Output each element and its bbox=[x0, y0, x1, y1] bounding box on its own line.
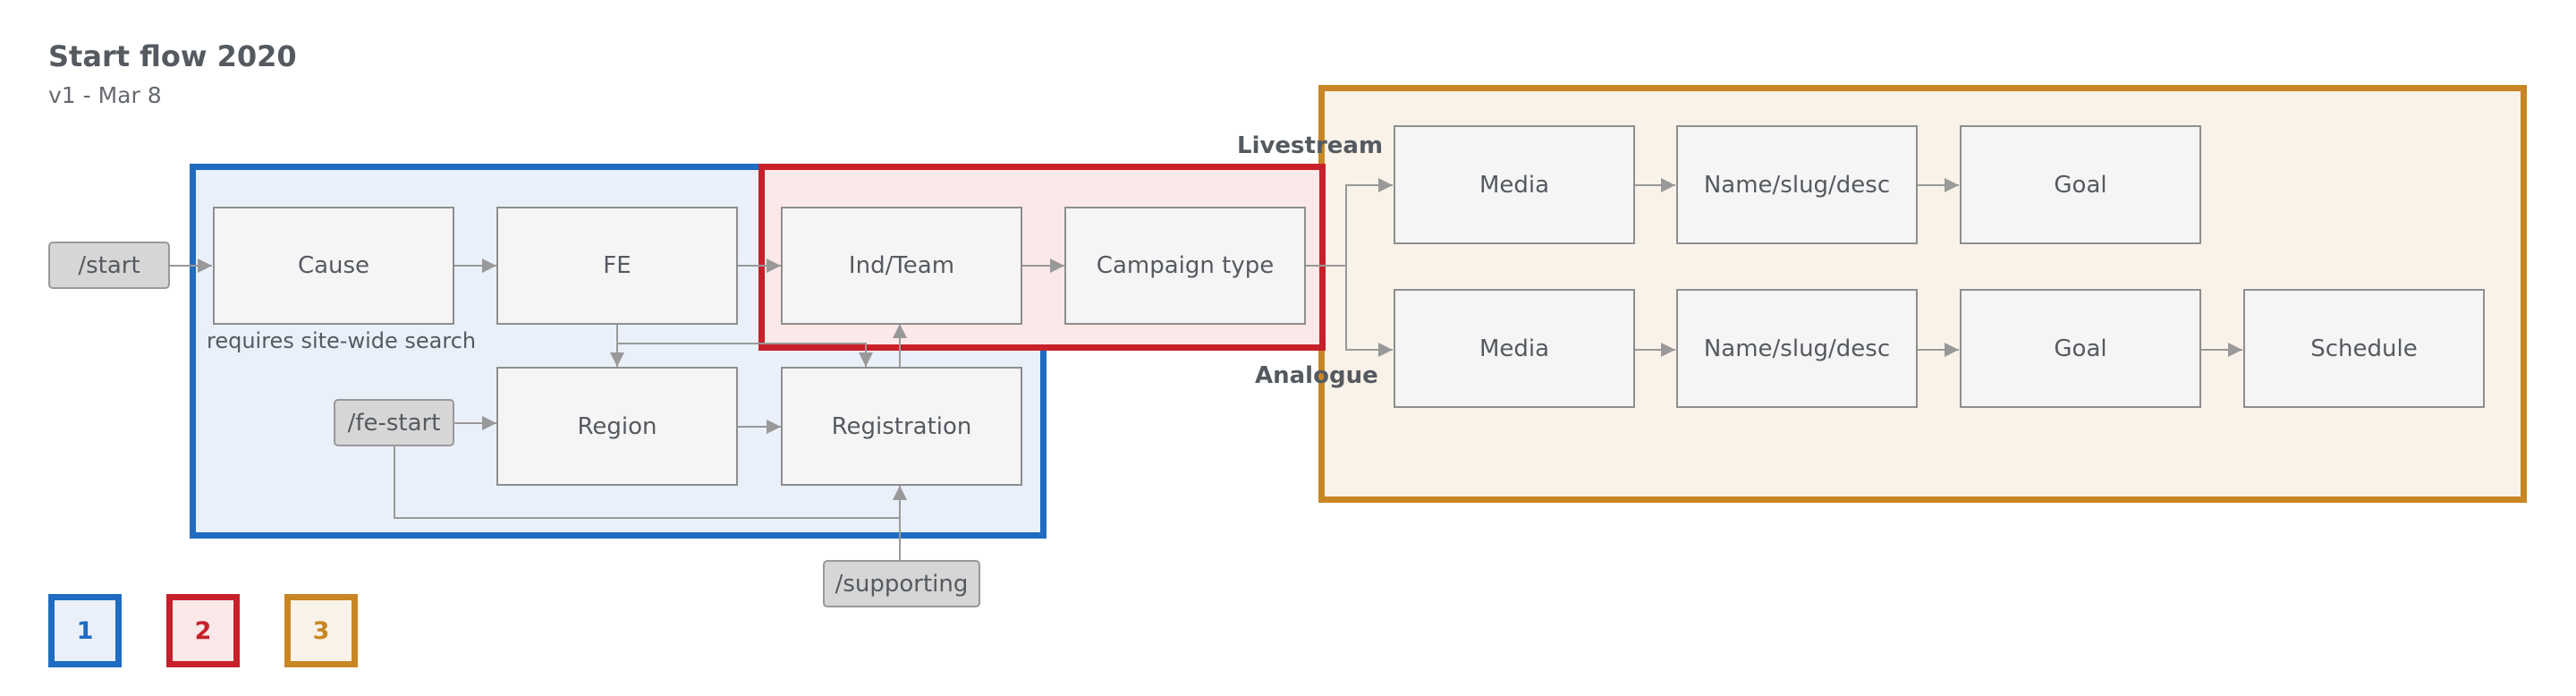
analogue-media-step: Media bbox=[1394, 289, 1635, 408]
livestream-name-slug-desc-step: Name/slug/desc bbox=[1676, 125, 1918, 244]
diagram-title: Start flow 2020 bbox=[48, 39, 297, 73]
ind-team-step: Ind/Team bbox=[781, 207, 1022, 325]
start-entry: /start bbox=[48, 242, 170, 289]
cause-note: requires site-wide search bbox=[207, 328, 477, 353]
livestream-branch-label: Livestream bbox=[1237, 132, 1384, 159]
supporting-entry: /supporting bbox=[823, 560, 980, 607]
analogue-schedule-step: Schedule bbox=[2243, 289, 2485, 408]
analogue-branch-label: Analogue bbox=[1255, 362, 1378, 389]
fe-start-entry: /fe-start bbox=[334, 399, 454, 446]
legend-group-2: 2 bbox=[166, 594, 240, 667]
diagram-version: v1 - Mar 8 bbox=[48, 82, 162, 108]
analogue-goal-step: Goal bbox=[1960, 289, 2201, 408]
registration-step: Registration bbox=[781, 367, 1022, 486]
fe-step: FE bbox=[496, 207, 738, 325]
legend-group-3: 3 bbox=[284, 594, 358, 667]
cause-step: Cause bbox=[213, 207, 454, 325]
livestream-goal-step: Goal bbox=[1960, 125, 2201, 244]
legend-group-1: 1 bbox=[48, 594, 122, 667]
campaign-type-step: Campaign type bbox=[1064, 207, 1306, 325]
analogue-name-slug-desc-step: Name/slug/desc bbox=[1676, 289, 1918, 408]
livestream-media-step: Media bbox=[1394, 125, 1635, 244]
region-step: Region bbox=[496, 367, 738, 486]
